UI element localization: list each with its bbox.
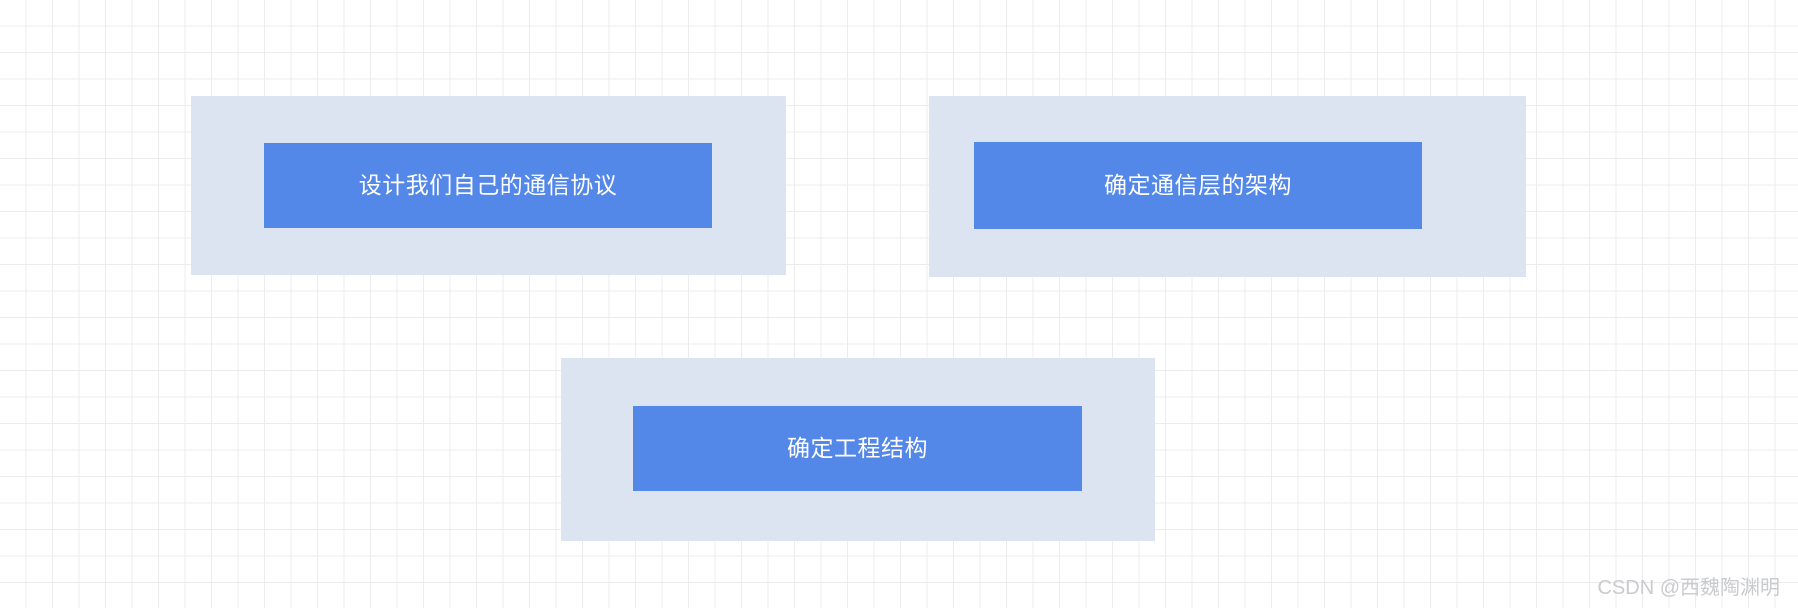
node-label-design-protocol: 设计我们自己的通信协议	[358, 172, 618, 198]
node-label-project-structure: 确定工程结构	[787, 435, 928, 461]
node-box-comm-layer-architecture[interactable]: 确定通信层的架构	[974, 142, 1422, 229]
csdn-watermark: CSDN @西魏陶渊明	[1597, 577, 1780, 599]
node-box-design-protocol[interactable]: 设计我们自己的通信协议	[264, 143, 712, 228]
node-box-project-structure[interactable]: 确定工程结构	[633, 406, 1082, 491]
node-label-comm-layer-architecture: 确定通信层的架构	[1104, 172, 1292, 198]
